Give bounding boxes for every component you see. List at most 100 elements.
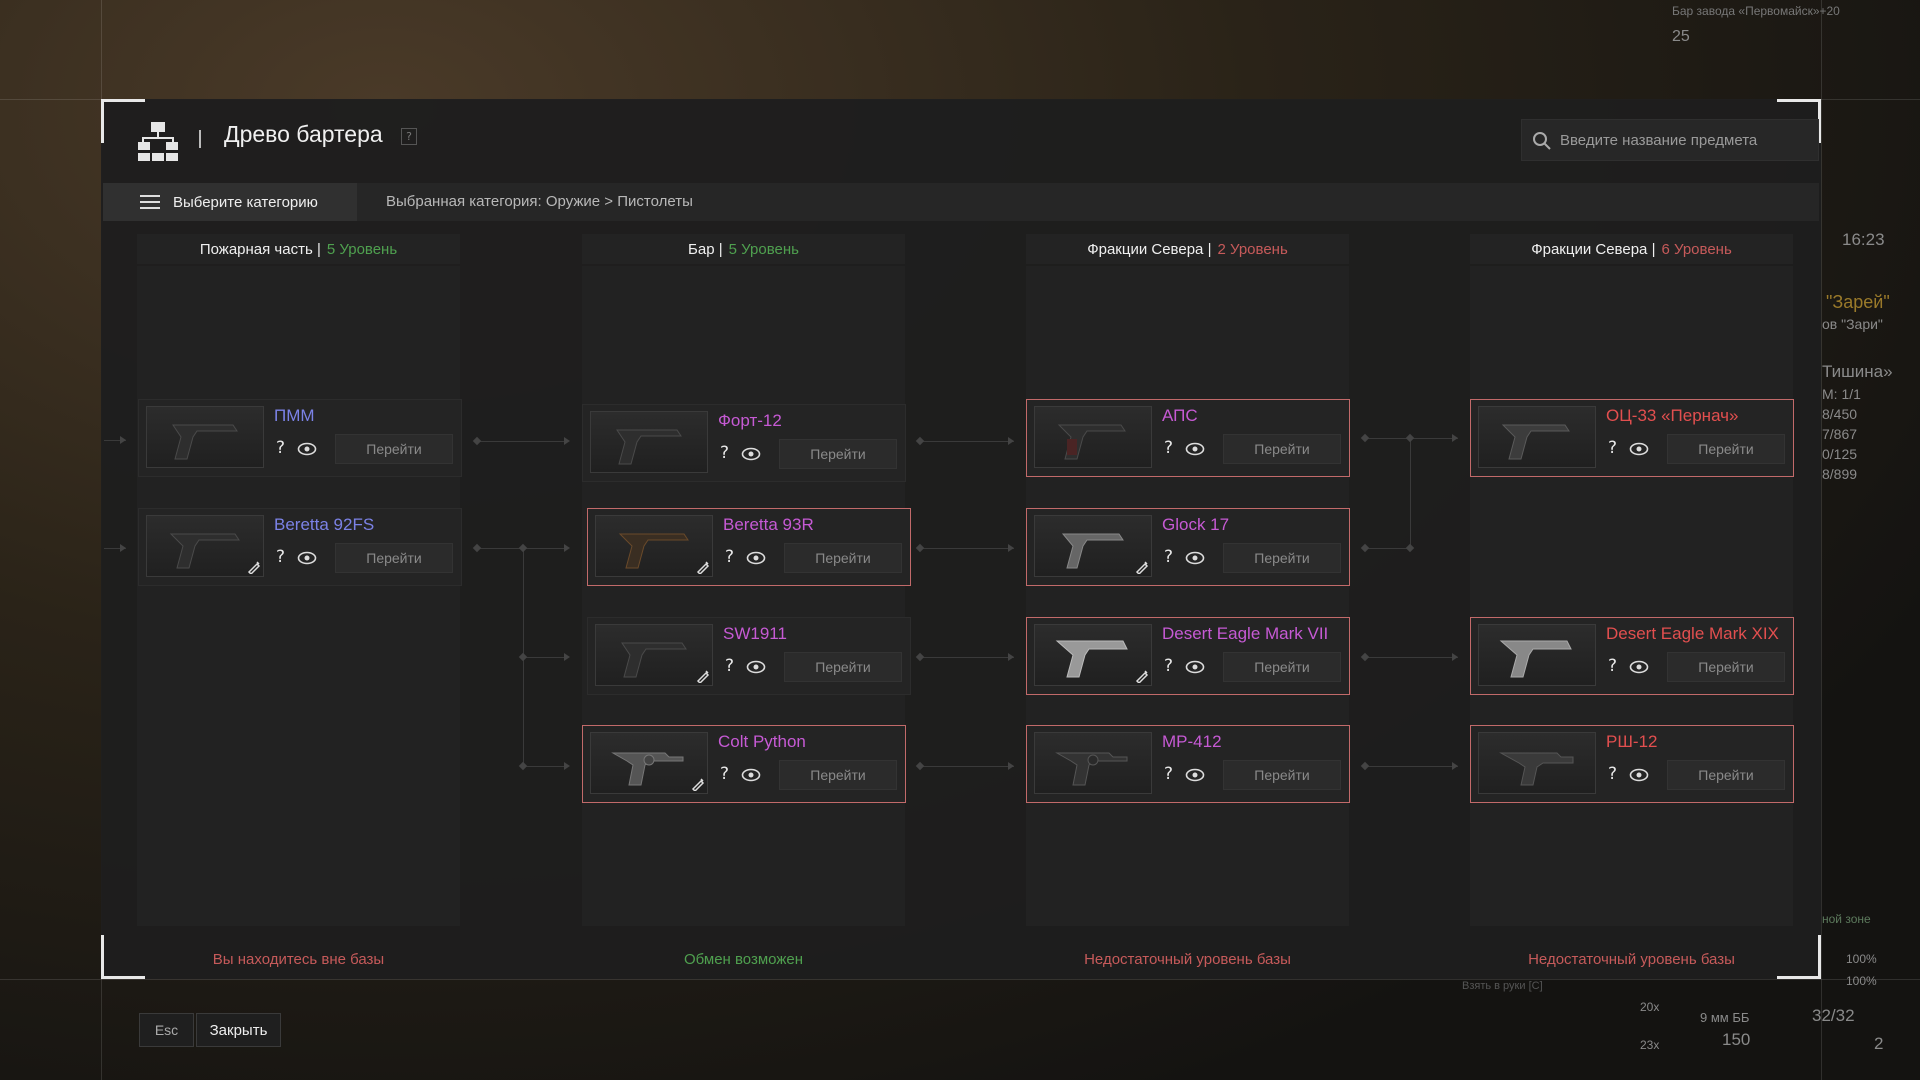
connector-arrow bbox=[1008, 653, 1014, 661]
eye-icon[interactable] bbox=[746, 660, 766, 674]
help-icon[interactable]: ? bbox=[276, 547, 286, 567]
esc-key-hint[interactable]: Esc bbox=[139, 1013, 194, 1047]
go-button[interactable]: Перейти bbox=[779, 760, 897, 790]
eye-icon[interactable] bbox=[741, 768, 761, 782]
go-button[interactable]: Перейти bbox=[1223, 760, 1341, 790]
go-button[interactable]: Перейти bbox=[1223, 543, 1341, 573]
close-button[interactable]: Закрыть bbox=[196, 1013, 281, 1047]
barter-item-beretta-93r[interactable]: Beretta 93R ? Перейти bbox=[587, 508, 911, 586]
pistol-icon bbox=[621, 642, 687, 678]
item-thumbnail bbox=[595, 624, 713, 686]
barter-item-rsh-12[interactable]: РШ-12 ? Перейти bbox=[1470, 725, 1794, 803]
mod-icon bbox=[696, 670, 710, 683]
barter-item-sw1911[interactable]: SW1911 ? Перейти bbox=[587, 617, 911, 695]
help-icon[interactable]: ? bbox=[1608, 764, 1618, 784]
barter-item-fort-12[interactable]: Форт-12 ? Перейти bbox=[582, 404, 906, 482]
barter-item-oc-33[interactable]: ОЦ-33 «Пернач» ? Перейти bbox=[1470, 399, 1794, 477]
search-input[interactable] bbox=[1560, 120, 1815, 160]
connector-arrow bbox=[120, 544, 126, 552]
barter-item-colt-python[interactable]: Colt Python ? Перейти bbox=[582, 725, 906, 803]
item-name: Desert Eagle Mark XIX bbox=[1606, 624, 1779, 643]
help-icon[interactable]: ? bbox=[1164, 656, 1174, 676]
go-button[interactable]: Перейти bbox=[1223, 434, 1341, 464]
item-thumbnail bbox=[590, 732, 708, 794]
pistol-icon bbox=[1061, 533, 1124, 569]
eye-icon[interactable] bbox=[1629, 442, 1649, 456]
hud-ammo-reserve: 150 bbox=[1722, 1030, 1751, 1049]
barter-item-glock-17[interactable]: Glock 17 ? Перейти bbox=[1026, 508, 1350, 586]
tree-connector bbox=[523, 766, 568, 767]
go-button[interactable]: Перейти bbox=[784, 543, 902, 573]
panel-corner bbox=[101, 935, 145, 979]
hud-grenades: 2 bbox=[1874, 1034, 1884, 1053]
select-category-button[interactable]: Выберите категорию bbox=[103, 183, 357, 221]
hud-stat-3: 0/125 bbox=[1822, 446, 1858, 462]
barter-item-desert-eagle-mark-xix[interactable]: Desert Eagle Mark XIX ? Перейти bbox=[1470, 617, 1794, 695]
go-button[interactable]: Перейти bbox=[1223, 652, 1341, 682]
go-button[interactable]: Перейти bbox=[1667, 652, 1785, 682]
go-button[interactable]: Перейти bbox=[779, 439, 897, 469]
panel-corner bbox=[1777, 935, 1821, 979]
column-header-north-factions-2: Фракции Севера | 6 Уровень bbox=[1470, 234, 1793, 264]
search-box bbox=[1521, 119, 1819, 161]
item-thumbnail bbox=[1034, 515, 1152, 577]
select-category-label: Выберите категорию bbox=[173, 193, 318, 211]
eye-icon[interactable] bbox=[1629, 660, 1649, 674]
help-icon[interactable]: ? bbox=[1164, 438, 1174, 458]
item-name: Beretta 92FS bbox=[274, 515, 375, 534]
help-icon[interactable]: ? bbox=[720, 764, 730, 784]
eye-icon[interactable] bbox=[1185, 442, 1205, 456]
go-button[interactable]: Перейти bbox=[335, 434, 453, 464]
eye-icon[interactable] bbox=[1185, 768, 1205, 782]
help-icon[interactable]: ? bbox=[1164, 547, 1174, 567]
eye-icon[interactable] bbox=[741, 447, 761, 461]
hud-time: 16:23 bbox=[1842, 230, 1885, 249]
connector-arrow bbox=[564, 762, 570, 770]
connector-arrow bbox=[1008, 762, 1014, 770]
item-thumbnail bbox=[1034, 732, 1152, 794]
help-icon[interactable]: ? bbox=[1164, 764, 1174, 784]
go-button[interactable]: Перейти bbox=[784, 652, 902, 682]
go-button[interactable]: Перейти bbox=[1667, 434, 1785, 464]
barter-item-beretta-92fs[interactable]: Beretta 92FS ? Перейти bbox=[138, 508, 462, 586]
help-icon[interactable]: ? bbox=[276, 438, 286, 458]
help-icon[interactable]: ? bbox=[725, 547, 735, 567]
item-name: Beretta 93R bbox=[723, 515, 814, 534]
eye-icon[interactable] bbox=[1629, 768, 1649, 782]
barter-item-aps[interactable]: АПС ? Перейти bbox=[1026, 399, 1350, 477]
pistol-icon bbox=[1055, 640, 1128, 678]
column-status: Недостаточный уровень базы bbox=[1084, 950, 1291, 968]
page-title: Древо бартера bbox=[224, 121, 383, 147]
eye-icon[interactable] bbox=[297, 442, 317, 456]
barter-item-mp-412[interactable]: MP-412 ? Перейти bbox=[1026, 725, 1350, 803]
connector-arrow bbox=[1452, 434, 1458, 442]
eye-icon[interactable] bbox=[1185, 660, 1205, 674]
barter-item-pmm[interactable]: ПММ ? Перейти bbox=[138, 399, 462, 477]
eye-icon[interactable] bbox=[746, 551, 766, 565]
connector-arrow bbox=[1452, 762, 1458, 770]
column-body bbox=[1470, 266, 1793, 926]
item-name: ОЦ-33 «Пернач» bbox=[1606, 406, 1739, 425]
eye-icon[interactable] bbox=[297, 551, 317, 565]
go-button[interactable]: Перейти bbox=[1667, 760, 1785, 790]
help-icon[interactable]: ? bbox=[1608, 438, 1618, 458]
eye-icon[interactable] bbox=[1185, 551, 1205, 565]
item-name: Форт-12 bbox=[718, 411, 782, 430]
tree-connector bbox=[918, 657, 1014, 658]
help-icon[interactable]: ? bbox=[725, 656, 735, 676]
column-status: Обмен возможен bbox=[683, 950, 804, 968]
item-thumbnail bbox=[1478, 624, 1596, 686]
column-body bbox=[137, 266, 460, 926]
help-badge[interactable]: ? bbox=[401, 128, 417, 145]
go-button[interactable]: Перейти bbox=[335, 543, 453, 573]
help-icon[interactable]: ? bbox=[1608, 656, 1618, 676]
connector-arrow bbox=[1008, 544, 1014, 552]
revolver-icon bbox=[1499, 752, 1574, 786]
revolver-icon bbox=[611, 752, 684, 786]
trader-level: 2 Уровень bbox=[1217, 240, 1288, 258]
barter-item-desert-eagle-mark-vii[interactable]: Desert Eagle Mark VII ? Перейти bbox=[1026, 617, 1350, 695]
pistol-icon bbox=[169, 533, 240, 569]
help-icon[interactable]: ? bbox=[720, 443, 730, 463]
hud-stat-2: 7/867 bbox=[1822, 426, 1858, 442]
mod-icon bbox=[1135, 670, 1149, 683]
